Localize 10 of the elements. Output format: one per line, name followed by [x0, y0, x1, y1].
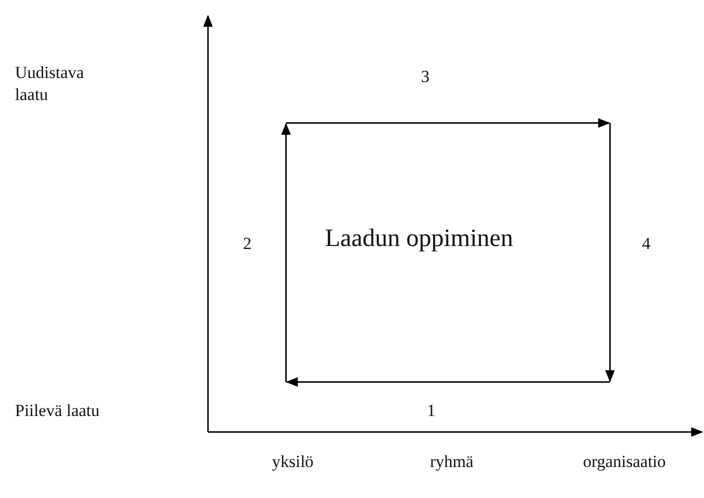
axis-category: organisaatio — [583, 451, 666, 473]
center-label: Laadun oppiminen — [325, 224, 514, 254]
edge-number: 3 — [421, 66, 430, 88]
axis-label: Piilevä laatu — [15, 400, 100, 422]
edge-number: 2 — [243, 233, 252, 255]
axis-category: ryhmä — [430, 451, 474, 473]
axis-category: yksilö — [272, 451, 314, 473]
edge-number: 4 — [642, 233, 650, 255]
axis-label: Uudistava laatu — [15, 62, 85, 106]
edge-number: 1 — [427, 400, 436, 422]
